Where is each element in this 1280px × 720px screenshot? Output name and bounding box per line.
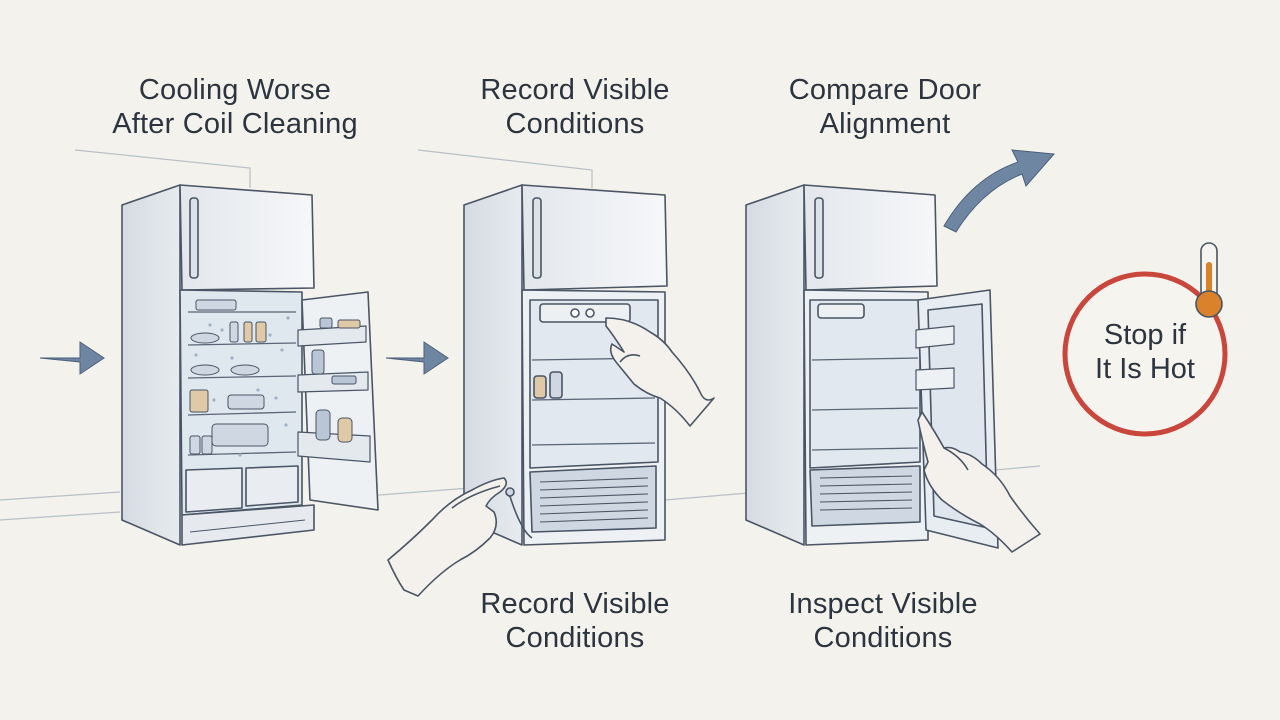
step-3-caption: Inspect Visible Conditions xyxy=(788,588,978,654)
arrow-right-icon xyxy=(39,341,105,375)
step-2-title: Record Visible Conditions xyxy=(480,74,670,140)
fridge-1-open-icon xyxy=(121,184,379,546)
stop-warning-text: Stop if It Is Hot xyxy=(1095,319,1195,385)
stop-warning-badge xyxy=(1062,242,1228,437)
thermometer-icon xyxy=(1195,242,1223,318)
step-1-title: Cooling Worse After Coil Cleaning xyxy=(112,74,358,140)
curved-arrow-icon xyxy=(943,149,1056,233)
hand-icon xyxy=(917,411,1041,553)
arrow-right-icon xyxy=(385,341,449,375)
hand-icon xyxy=(605,317,715,427)
hand-icon xyxy=(387,477,508,597)
step-2-caption: Record Visible Conditions xyxy=(480,588,670,654)
step-3-title: Compare Door Alignment xyxy=(788,74,982,140)
